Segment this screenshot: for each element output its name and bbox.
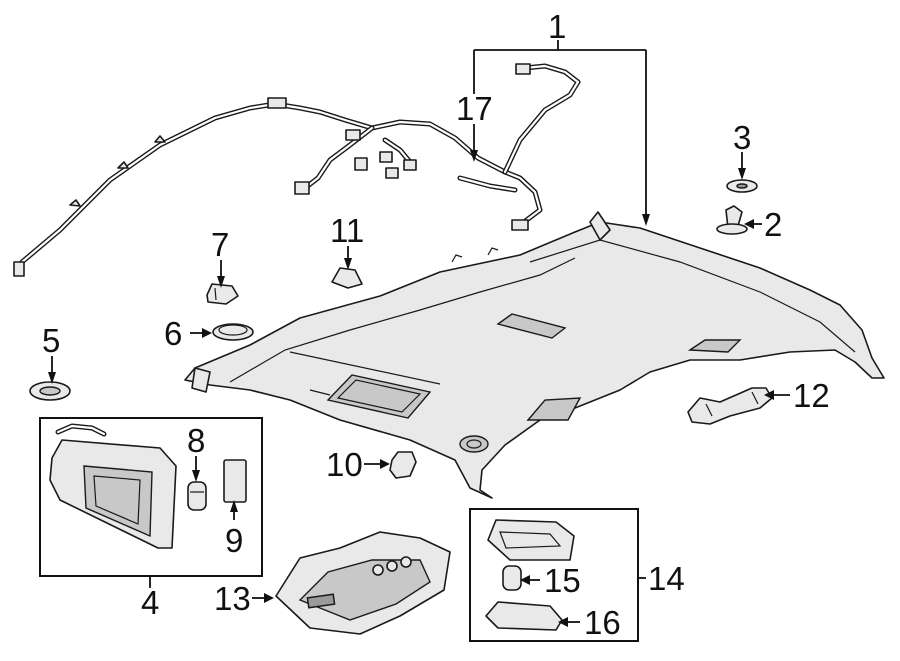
leaders	[48, 40, 790, 627]
callout-4: 4	[141, 584, 159, 621]
grommet-6	[212, 323, 254, 341]
wiring-harness	[13, 63, 581, 277]
callout-15: 15	[544, 562, 581, 599]
washer-3	[726, 179, 758, 193]
callout-9: 9	[225, 522, 243, 559]
retainer-clip-2	[716, 205, 748, 235]
dome-lamp-13	[275, 531, 451, 635]
bracket-11	[331, 267, 363, 289]
callout-13: 13	[214, 580, 251, 617]
callout-1: 1	[548, 8, 566, 45]
callout-17: 17	[456, 90, 493, 127]
bulb-15	[502, 565, 522, 591]
callout-7: 7	[211, 226, 229, 263]
sunvisor-group	[39, 417, 263, 577]
lens-9	[223, 459, 247, 503]
grommet-5	[29, 381, 71, 401]
callout-12: 12	[793, 377, 830, 414]
callout-5: 5	[42, 322, 60, 359]
callout-3: 3	[733, 119, 751, 156]
callout-11: 11	[330, 212, 364, 249]
callout-10: 10	[326, 446, 363, 483]
callout-6: 6	[164, 315, 182, 352]
bracket-7	[206, 283, 239, 305]
callout-labels: 1 2 3 4 5 6 7 8 9 10 11 12 13 14 15 16 1…	[42, 8, 830, 641]
callout-14: 14	[648, 560, 685, 597]
callout-2: 2	[764, 206, 782, 243]
assist-handle-12	[687, 387, 773, 425]
lens-16	[485, 601, 563, 631]
bulb-8	[187, 481, 207, 511]
headliner-panel	[184, 211, 885, 499]
callout-16: 16	[584, 604, 621, 641]
lamp-group	[469, 508, 639, 642]
clip-10	[389, 451, 417, 479]
callout-8: 8	[187, 422, 205, 459]
